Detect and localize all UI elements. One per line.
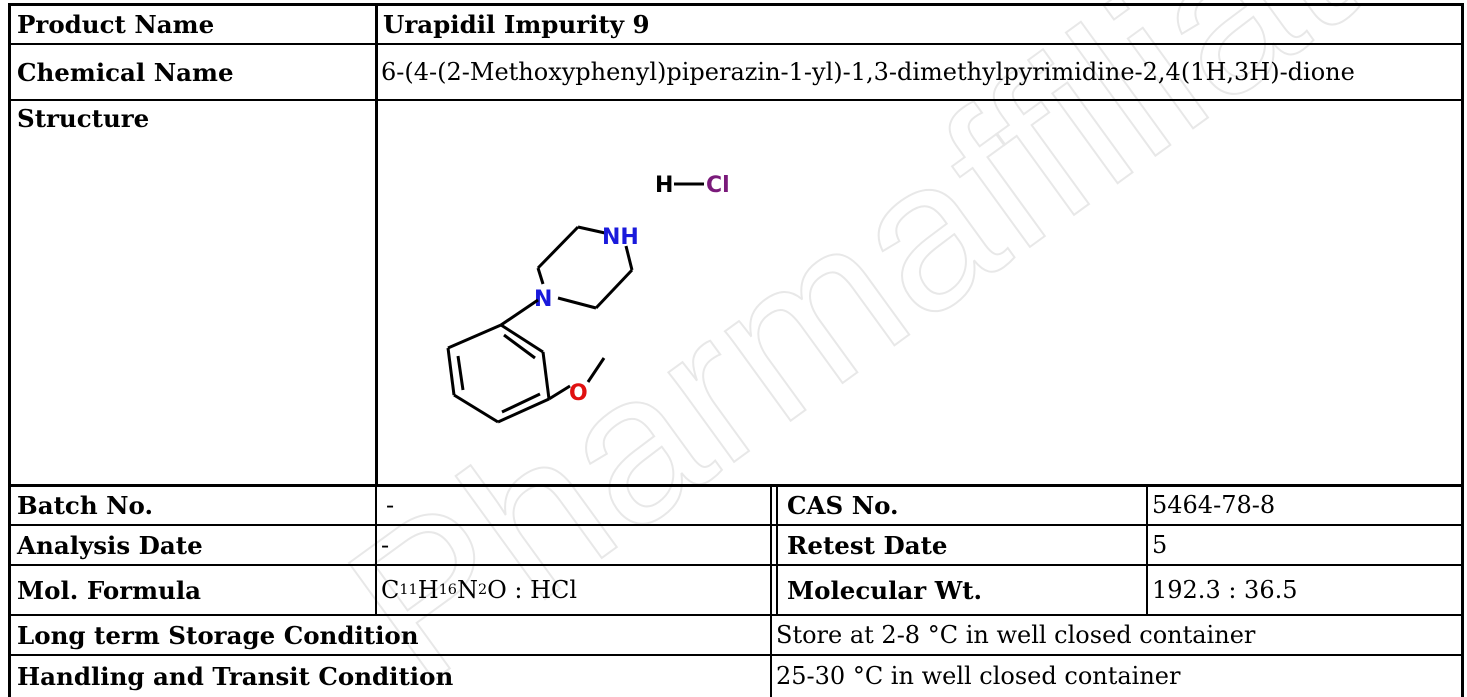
atom-nh: NH [602, 225, 639, 250]
handling-value: 25-30 °C in well closed container [776, 662, 1181, 690]
analysis-date-label: Analysis Date [17, 530, 203, 560]
row-analysis: Analysis Date - Retest Date 5 [0, 525, 1467, 565]
atom-o: O [569, 381, 588, 406]
chemical-name-label: Chemical Name [17, 57, 234, 87]
row-batch: Batch No. - CAS No. 5464-78-8 [0, 485, 1467, 525]
analysis-date-value: - [381, 531, 390, 559]
row-storage: Long term Storage Condition Store at 2-8… [0, 615, 1467, 655]
row-product-name: Product Name Urapidil Impurity 9 [0, 4, 1467, 44]
cas-value: 5464-78-8 [1152, 491, 1276, 519]
atom-cl: Cl [706, 173, 730, 198]
row-chemical-name: Chemical Name 6-(4-(2-Methoxyphenyl)pipe… [0, 44, 1467, 100]
atom-n: N [534, 287, 552, 312]
atom-h: H [655, 173, 673, 198]
retest-date-value: 5 [1152, 531, 1168, 559]
storage-label: Long term Storage Condition [17, 620, 419, 650]
formula-label: Mol. Formula [17, 575, 202, 605]
chemical-name-value: 6-(4-(2-Methoxyphenyl)piperazin-1-yl)-1,… [381, 58, 1355, 86]
batch-value: - [386, 491, 395, 519]
chemical-structure-image: H Cl NH N O [446, 173, 730, 424]
handling-label: Handling and Transit Condition [17, 661, 454, 691]
mol-wt-label: Molecular Wt. [787, 575, 983, 605]
structure-label: Structure [17, 104, 150, 133]
retest-date-label: Retest Date [787, 530, 948, 560]
row-structure: Structure [0, 100, 1467, 485]
mol-wt-value: 192.3 : 36.5 [1152, 576, 1298, 604]
product-name-label: Product Name [17, 9, 215, 39]
product-name-value: Urapidil Impurity 9 [383, 9, 650, 39]
batch-label: Batch No. [17, 490, 153, 520]
storage-value: Store at 2-8 °C in well closed container [776, 621, 1256, 649]
cas-label: CAS No. [787, 490, 899, 520]
row-handling: Handling and Transit Condition 25-30 °C … [0, 655, 1467, 697]
